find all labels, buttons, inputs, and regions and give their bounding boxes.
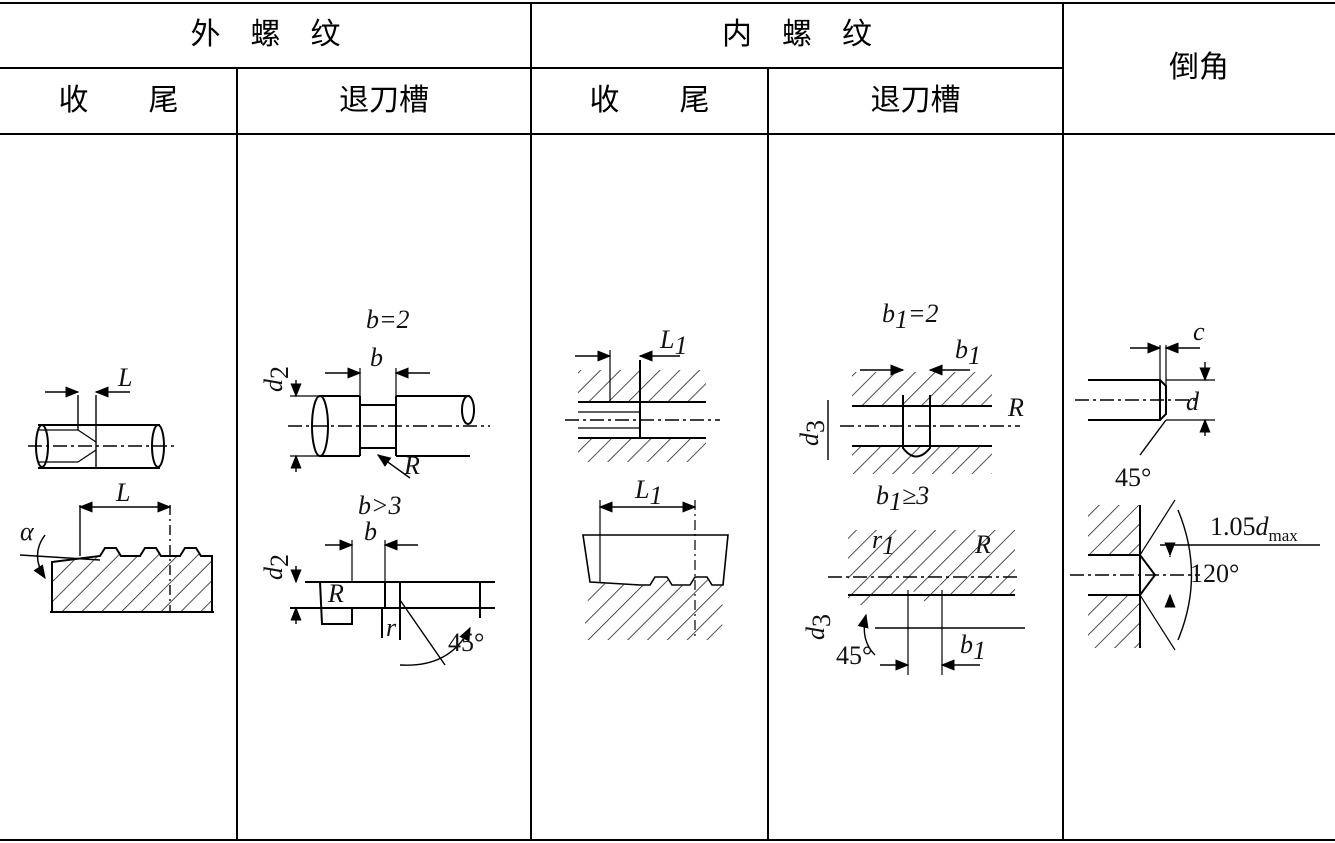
header-ext-runout: 收 尾 [58, 83, 179, 118]
int-undercut-b1-bottom: b1 [960, 630, 986, 665]
ext-undercut-figure [288, 367, 495, 666]
ext-runout-figure [19, 386, 214, 613]
svg-text:3: 3 [807, 614, 836, 627]
int-undercut-R-top: R [1007, 393, 1024, 422]
int-undercut-b1-eq: b1=2 [882, 299, 939, 334]
svg-text:d: d [259, 566, 288, 580]
chamfer-angle120: 120° [1190, 559, 1239, 588]
svg-text:d: d [801, 626, 830, 640]
header-ext-undercut: 退刀槽 [339, 83, 429, 118]
header-chamfer: 倒角 [1169, 50, 1229, 85]
header-external-thread: 外 螺 纹 [190, 17, 341, 52]
svg-text:2: 2 [265, 554, 294, 567]
svg-text:3: 3 [801, 420, 830, 433]
int-undercut-figure [827, 364, 1025, 675]
svg-text:d: d [795, 432, 824, 446]
int-runout-L1-top: L1 [659, 325, 687, 360]
ext-undercut-b-bottom: b [364, 517, 377, 546]
header-int-runout: 收 尾 [589, 83, 710, 118]
int-undercut-d3-top: d 3 [795, 420, 830, 446]
ext-undercut-R-bottom: R [327, 579, 344, 608]
int-runout-figure [565, 350, 729, 640]
svg-text:d: d [259, 378, 288, 392]
int-undercut-b1-top: b1 [955, 335, 981, 370]
ext-undercut-b-eq: b=2 [366, 305, 410, 334]
ext-undercut-b-top: b [370, 343, 383, 372]
chamfer-angle45: 45° [1115, 463, 1151, 492]
chamfer-figure [1070, 342, 1320, 651]
ext-undercut-b-gt: b>3 [358, 491, 402, 520]
int-undercut-R-bottom: R [974, 530, 991, 559]
int-undercut-r1: r1 [872, 525, 895, 560]
int-undercut-d3-bottom: d 3 [801, 614, 836, 640]
ext-undercut-d2-bottom: d 2 [259, 554, 294, 580]
ext-undercut-d2-top: d 2 [259, 366, 294, 392]
ext-runout-L-top: L [117, 363, 132, 392]
ext-undercut-R-top: R [403, 451, 420, 480]
chamfer-c: c [1193, 317, 1205, 346]
chamfer-d: d [1186, 387, 1200, 416]
ext-runout-alpha: α [20, 517, 35, 546]
int-runout-L1-bottom: L1 [634, 475, 662, 510]
header-internal-thread: 内 螺 纹 [722, 17, 872, 52]
ext-undercut-angle: 45° [448, 628, 484, 657]
int-undercut-b1-ge: b1≥3 [876, 481, 929, 516]
int-undercut-angle: 45° [836, 641, 872, 670]
ext-undercut-r: r [386, 613, 397, 642]
svg-text:2: 2 [265, 366, 294, 379]
ext-runout-L-bottom: L [115, 478, 130, 507]
chamfer-dmax: 1.05dmax [1210, 512, 1298, 545]
header-int-undercut: 退刀槽 [870, 83, 961, 118]
